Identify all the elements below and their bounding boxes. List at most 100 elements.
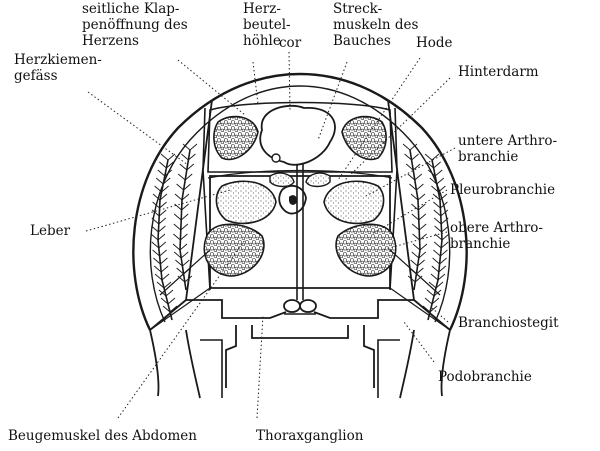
gill-filament: [413, 244, 420, 250]
gill-filament: [442, 234, 449, 240]
gill-filament: [168, 154, 175, 160]
gill-filament: [431, 274, 438, 280]
gill-filament: [174, 214, 181, 220]
coxa-left: [200, 340, 222, 398]
gill-filament: [413, 234, 420, 240]
gill-filament: [180, 234, 187, 240]
gill-filament: [180, 244, 187, 250]
gill-filament: [412, 252, 419, 258]
gill-filament: [412, 224, 419, 230]
label-line: Hode: [416, 35, 453, 51]
gill-filament: [425, 154, 432, 160]
label-leber: Leber: [30, 223, 71, 239]
thoracic-ganglion: [284, 300, 316, 314]
gill-filament: [168, 298, 175, 304]
endophragm: [226, 325, 374, 388]
gill-filament: [412, 214, 419, 220]
gill-filament: [178, 174, 185, 180]
liver-lobe-lower-right: [336, 224, 396, 276]
gill-filament: [418, 194, 425, 200]
label-line: Leber: [30, 223, 71, 239]
gill-filament: [159, 162, 166, 168]
gill-filament: [419, 214, 426, 220]
gill-filament: [160, 258, 167, 264]
label-line: Pleurobranchie: [450, 182, 555, 198]
gill-filament: [181, 252, 188, 258]
liver-lobe-upper-right: [324, 181, 384, 223]
extensor-muscle-right: [342, 117, 386, 160]
gill-filament: [177, 184, 184, 190]
label-line: beutel-: [243, 17, 291, 33]
gill-filament: [432, 266, 439, 272]
gills-left: [151, 144, 197, 320]
liver-lobe-lower-left: [204, 224, 264, 276]
gill-filament: [162, 274, 169, 280]
label-line: muskeln des: [333, 17, 419, 33]
gill-filament: [161, 266, 168, 272]
gill-filament: [415, 174, 422, 180]
label-obere-arthrobranchie: obere Arthro-branchie: [450, 220, 543, 252]
extensor-muscle-left: [214, 117, 258, 160]
gill-filament: [173, 244, 180, 250]
gill-filament: [412, 154, 419, 160]
gill-filament: [442, 226, 449, 232]
label-branchiostegit: Branchiostegit: [458, 315, 559, 331]
label-line: seitliche Klap-: [82, 1, 180, 17]
drawing: [133, 74, 466, 398]
label-line: branchie: [450, 236, 510, 252]
gill-filament: [175, 204, 182, 210]
coxa-right: [378, 340, 400, 398]
ventral-legs-left: [150, 330, 200, 398]
gill-filament: [166, 290, 173, 296]
label-line: Branchiostegit: [458, 315, 559, 331]
label-line: gefäss: [14, 68, 58, 84]
label-podobranchie: Podobranchie: [438, 369, 532, 385]
gill-filament: [432, 154, 439, 160]
gill-filament: [420, 244, 427, 250]
label-line: Streck-: [333, 1, 382, 17]
label-line: höhle: [243, 33, 281, 49]
gill-filament: [190, 144, 197, 150]
gill-filament: [173, 234, 180, 240]
gill-filament: [416, 184, 423, 190]
gill-filament: [174, 224, 181, 230]
label-line: Thoraxganglion: [256, 428, 364, 444]
gill-filament: [181, 154, 188, 160]
gill-filament: [160, 250, 167, 256]
label-hode: Hode: [416, 35, 453, 51]
gill-filament: [156, 178, 163, 184]
gill-filament: [175, 194, 182, 200]
leader-lines: [86, 52, 455, 418]
gill-filament: [435, 170, 442, 176]
label-thoraxganglion: Thoraxganglion: [256, 428, 364, 444]
gill-filament: [425, 298, 432, 304]
gill-filament: [181, 214, 188, 220]
label-line: Herzens: [82, 33, 139, 49]
gill-filament: [433, 250, 440, 256]
label-cor: cor: [279, 35, 302, 51]
gill-filament: [164, 282, 171, 288]
label-line: Bauches: [333, 33, 391, 49]
gill-filament: [181, 224, 188, 230]
label-line: cor: [279, 35, 302, 51]
label-line: penöffnung des: [82, 17, 188, 33]
label-line: Beugemuskel des Abdomen: [8, 428, 197, 444]
label-line: Hinterdarm: [458, 64, 539, 80]
gill-filament: [403, 144, 410, 150]
label-untere-arthrobranchie: untere Arthro-branchie: [458, 133, 557, 165]
liver-lobe-upper-left: [216, 181, 276, 223]
label-line: Podobranchie: [438, 369, 532, 385]
ventral-legs-right: [400, 330, 450, 398]
median-septum: [297, 164, 303, 300]
label-hinterdarm: Hinterdarm: [458, 64, 539, 80]
heart-cor: [260, 106, 335, 165]
gill-filament: [182, 204, 189, 210]
gill-filament: [158, 170, 165, 176]
label-pleurobranchie: Pleurobranchie: [450, 182, 555, 198]
gill-filament: [427, 290, 434, 296]
gill-filament: [434, 242, 441, 248]
label-line: untere Arthro-: [458, 133, 557, 149]
gill-filament: [411, 260, 418, 266]
